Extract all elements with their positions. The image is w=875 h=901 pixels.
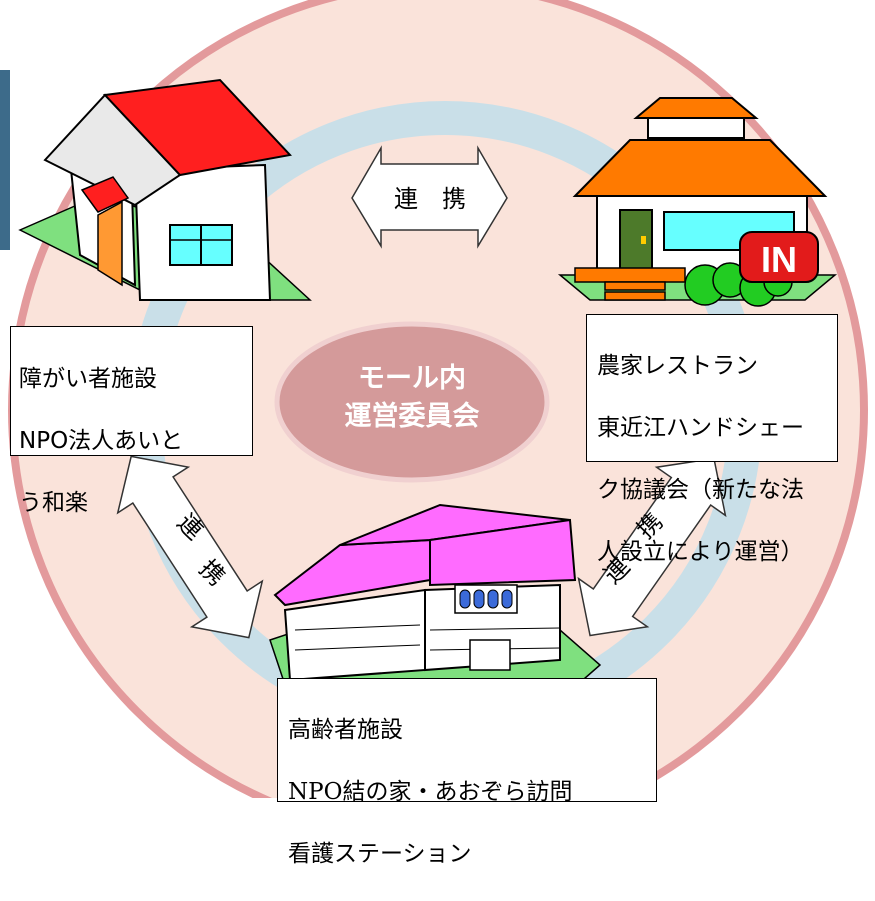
elderly-line2: NPO結の家・あおぞら訪問: [288, 779, 573, 805]
restaurant-line3: ク協議会（新たな法: [597, 477, 804, 503]
committee-line2: 運営委員会: [345, 400, 480, 432]
double-arrow-icon: [116, 455, 264, 639]
elderly-facility-icon: [269, 503, 602, 701]
elderly-facility-label: 高齢者施設 NPO結の家・あおぞら訪問 看護ステーション: [277, 678, 657, 867]
in-sign: IN: [739, 231, 819, 283]
disability-facility-label: 障がい者施設 NPO法人あいと う和楽: [10, 326, 253, 516]
house-icon: [18, 78, 312, 301]
disability-line1: 障がい者施設: [19, 366, 157, 392]
center-committee: モール内 運営委員会: [274, 321, 550, 483]
disability-line2: NPO法人あいと: [19, 428, 184, 454]
restaurant-line1: 農家レストラン: [597, 353, 758, 379]
committee-line1: モール内: [358, 363, 466, 394]
arrow-top-label: 連 携: [394, 185, 466, 213]
double-arrow-icon: 連 携: [351, 145, 508, 249]
elderly-line1: 高齢者施設: [288, 717, 403, 743]
disability-line3: う和楽: [19, 490, 88, 516]
elderly-line3: 看護ステーション: [288, 841, 472, 867]
cooperation-diagram: モール内 運営委員会 連 携 連 携 連 携: [0, 0, 868, 798]
farm-restaurant-label: 農家レストラン 東近江ハンドシェー ク協議会（新たな法 人設立により運営）: [586, 314, 838, 565]
in-sign-label: IN: [761, 239, 797, 280]
restaurant-line4: 人設立により運営）: [597, 539, 804, 565]
restaurant-line2: 東近江ハンドシェー: [597, 415, 804, 441]
restaurant-icon: IN: [557, 97, 838, 307]
photo-fragment: [0, 70, 10, 250]
